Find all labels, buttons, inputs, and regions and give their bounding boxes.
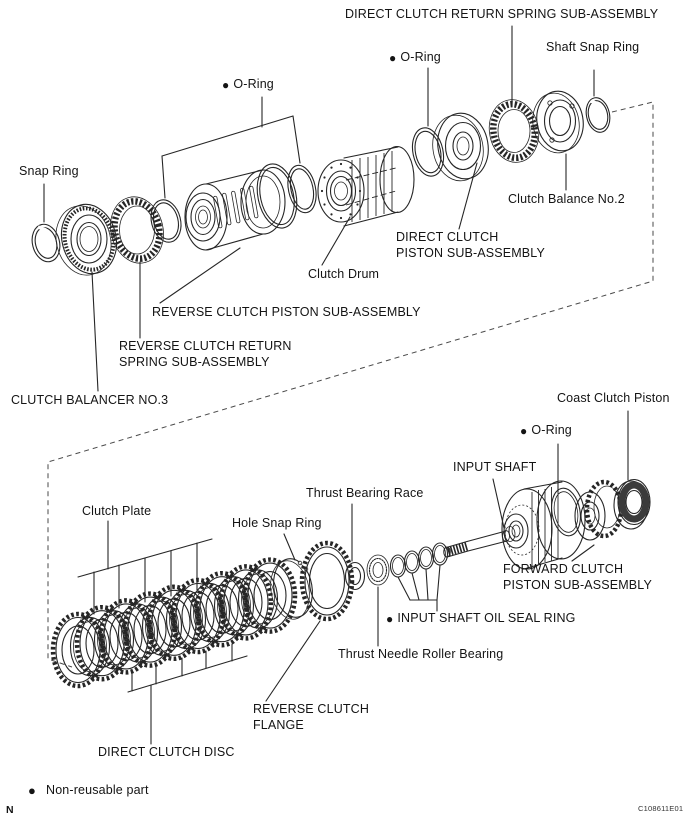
label-thrust-needle-roller-bearing: Thrust Needle Roller Bearing: [338, 647, 504, 661]
label-direct-clutch-disc: DIRECT CLUTCH DISC: [98, 745, 235, 759]
non-reusable-bullet-icon: ●: [28, 782, 37, 798]
direct-clutch-piston-drawing: [432, 112, 489, 182]
label-input-shaft-oil-seal-ring: ●INPUT SHAFT OIL SEAL RING: [386, 611, 576, 626]
o-ring-a-drawing: [150, 199, 182, 243]
reverse-clutch-piston-drawing: [184, 169, 286, 251]
legend-non-reusable-part: ●Non-reusable part: [28, 782, 149, 798]
snap-ring-drawing: [31, 223, 61, 263]
dashed-plane: [47, 101, 654, 668]
o-ring-e-drawing: [551, 487, 581, 537]
leader-lines: [43, 25, 629, 745]
non-reusable-bullet-icon: ●: [520, 423, 528, 438]
label-clutch-balance-no2: Clutch Balance No.2: [508, 192, 625, 206]
label-o-ring-left: ●O-Ring: [222, 77, 274, 92]
label-forward-clutch-piston: FORWARD CLUTCH PISTON SUB-ASSEMBLY: [503, 562, 652, 592]
shaft-snap-ring-drawing: [585, 97, 611, 133]
o-ring-c-drawing: [287, 164, 317, 214]
label-clutch-balancer-no3: CLUTCH BALANCER NO.3: [11, 393, 169, 407]
reverse-clutch-flange-drawing: [299, 540, 355, 622]
label-direct-clutch-return-spring: DIRECT CLUTCH RETURN SPRING SUB-ASSEMBLY: [345, 7, 659, 21]
o-ring-b-drawing: [256, 163, 298, 229]
thrust-bearing-race-drawing: [344, 561, 366, 591]
label-coast-clutch-piston: Coast Clutch Piston: [557, 391, 670, 405]
non-reusable-bullet-icon: ●: [389, 50, 397, 65]
label-direct-clutch-piston: DIRECT CLUTCH PISTON SUB-ASSEMBLY: [396, 230, 545, 260]
figure-code: C108611E01: [638, 804, 684, 813]
label-reverse-clutch-flange: REVERSE CLUTCH FLANGE: [253, 702, 370, 732]
label-o-ring-top: ●O-Ring: [389, 50, 441, 65]
non-reusable-bullet-icon: ●: [222, 77, 230, 92]
thrust-needle-roller-bearing-drawing: [366, 554, 390, 586]
label-o-ring-bottom: ●O-Ring: [520, 423, 572, 438]
non-reusable-bullet-icon: ●: [386, 611, 394, 626]
o-ring-d-drawing: [411, 127, 445, 177]
label-input-shaft: INPUT SHAFT: [453, 460, 537, 474]
clutch-balance-no2-drawing: [532, 90, 584, 154]
clutch-pack-stack-drawing: [53, 560, 295, 686]
clutch-drum-drawing: [317, 145, 415, 227]
direct-clutch-return-spring-drawing: [488, 99, 540, 163]
label-snap-ring: Snap Ring: [19, 164, 79, 178]
reverse-clutch-return-spring-drawing: [110, 196, 164, 264]
label-clutch-drum: Clutch Drum: [308, 267, 380, 281]
coast-clutch-piston-drawing: [613, 478, 651, 530]
label-reverse-clutch-return-spring: REVERSE CLUTCH RETURN SPRING SUB-ASSEMBL…: [119, 339, 292, 369]
label-reverse-clutch-piston: REVERSE CLUTCH PISTON SUB-ASSEMBLY: [152, 305, 421, 319]
label-shaft-snap-ring: Shaft Snap Ring: [546, 40, 640, 54]
input-shaft-drawing: [443, 480, 586, 570]
label-clutch-plate: Clutch Plate: [82, 504, 152, 518]
page-marker: N: [6, 804, 14, 816]
label-hole-snap-ring: Hole Snap Ring: [232, 516, 322, 530]
label-thrust-bearing-race: Thrust Bearing Race: [306, 486, 424, 500]
